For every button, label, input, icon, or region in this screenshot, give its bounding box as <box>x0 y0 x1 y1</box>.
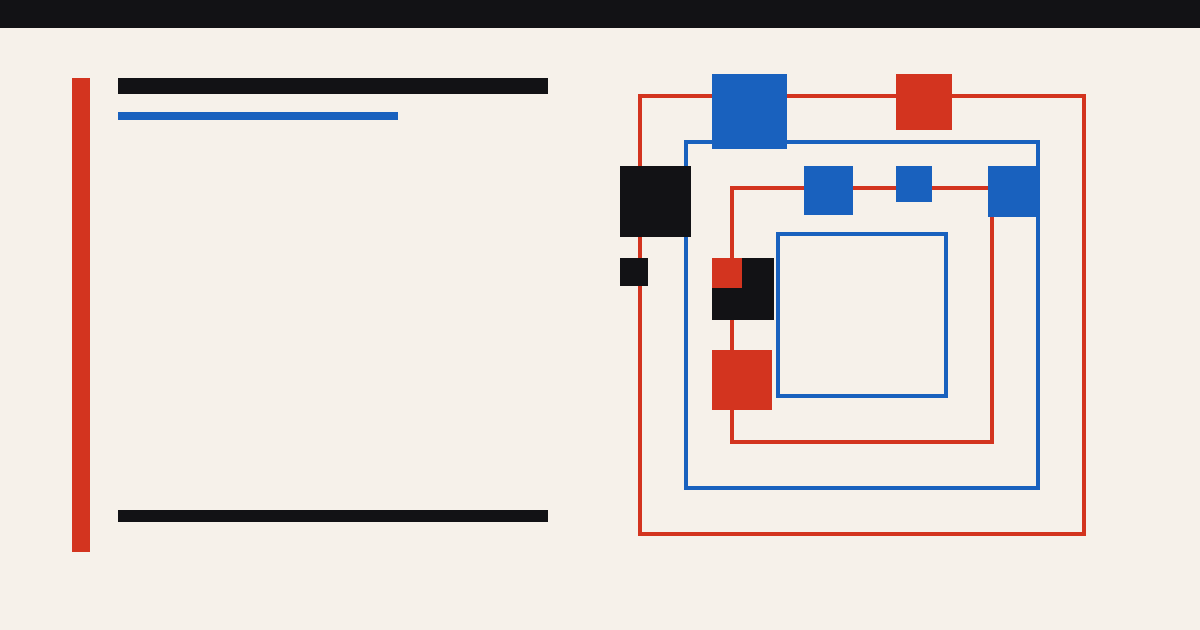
top-bar <box>0 0 1200 28</box>
block-black-left <box>620 166 691 237</box>
frame-second <box>684 140 1040 490</box>
block-blue-right <box>988 166 1040 217</box>
block-red-bottom <box>712 350 772 410</box>
footer-placeholder-rule <box>118 510 548 522</box>
frame-inner <box>776 232 948 398</box>
block-blue-small-first <box>804 166 853 215</box>
subtitle-placeholder-rule <box>118 112 398 120</box>
title-placeholder-rule <box>118 78 548 94</box>
block-red-top <box>896 74 952 130</box>
block-blue-top <box>712 74 787 149</box>
frame-outer <box>638 94 1086 536</box>
block-blue-small-second <box>896 166 932 202</box>
left-accent-bar <box>72 78 90 552</box>
block-red-small <box>712 258 742 288</box>
block-black-small <box>620 258 648 286</box>
